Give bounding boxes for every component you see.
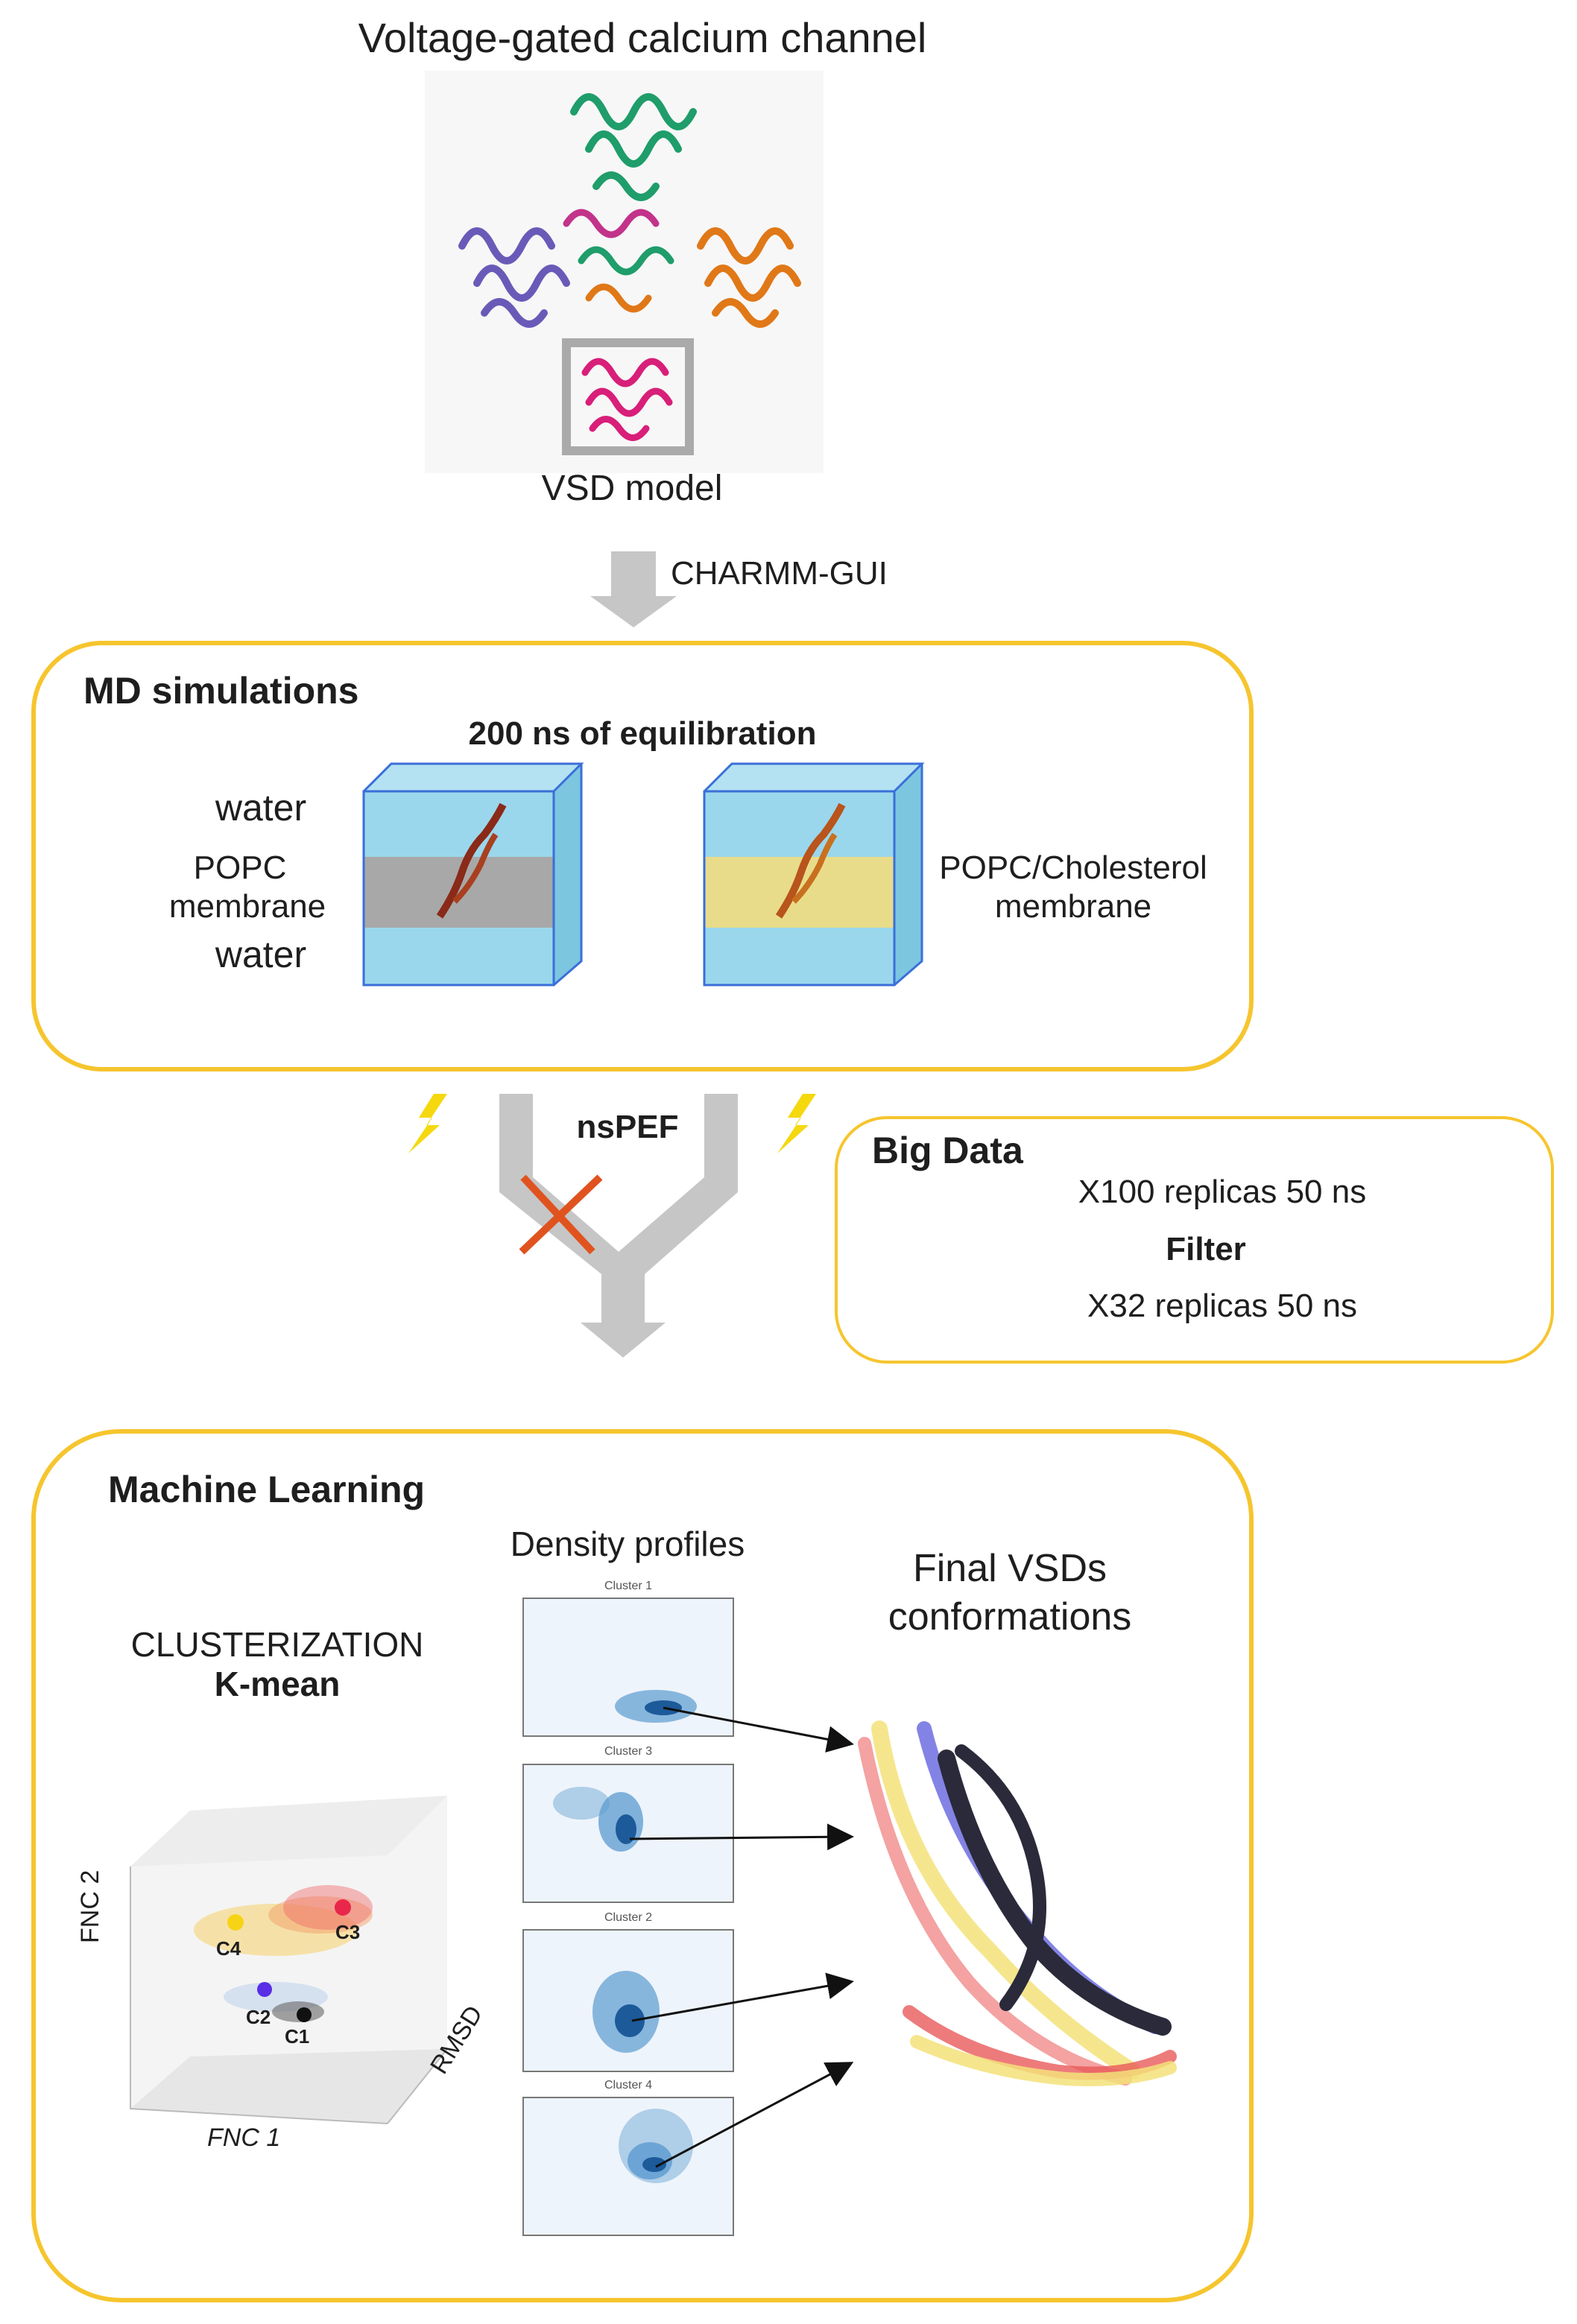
kmean-label: K-mean: [214, 1665, 341, 1703]
cluster-label-c4: C4: [216, 1937, 241, 1960]
cluster-label-c3: C3: [335, 1921, 361, 1943]
density-panel-title-1: Cluster 1: [604, 1580, 653, 1592]
replicas-100-label: X100 replicas 50 ns: [1078, 1174, 1367, 1210]
centroid-c4: [227, 1914, 244, 1931]
density-panel-1: [522, 1598, 734, 1737]
popc-label: POPC: [193, 849, 287, 886]
charmm-gui-label: CHARMM-GUI: [671, 555, 888, 592]
popc-chol-label: POPC/Cholesterol: [939, 849, 1207, 886]
md-simulations-panel: [31, 641, 1254, 1071]
centroid-c3: [335, 1899, 351, 1916]
membrane-label: membrane: [168, 888, 326, 925]
water-top-label: water: [215, 787, 307, 829]
centroid-c1: [297, 2007, 312, 2022]
lightning-left-icon: [408, 1094, 447, 1153]
lightning-right-icon: [777, 1094, 816, 1153]
density-panel-2: [522, 1764, 734, 1903]
filter-label: Filter: [1166, 1231, 1246, 1267]
density-profiles-title: Density profiles: [510, 1524, 745, 1563]
water-bottom-label: water: [215, 934, 307, 975]
density-panel-title-4: Cluster 4: [604, 2079, 653, 2092]
density-panel-title-2: Cluster 3: [604, 1745, 653, 1758]
md-title: MD simulations: [83, 670, 359, 712]
vsd-model-label: VSD model: [541, 469, 723, 508]
popc-chol-membrane-label: membrane: [994, 888, 1152, 925]
equilibration-label: 200 ns of equilibration: [468, 715, 817, 752]
cluster-label-c1: C1: [285, 2025, 310, 2048]
final-vsds-title-1: Final VSDs: [912, 1547, 1107, 1590]
ml-title: Machine Learning: [108, 1469, 426, 1510]
big-data-panel: [835, 1116, 1554, 1364]
cluster-label-c2: C2: [246, 2006, 271, 2028]
popc-cholesterol-simulation-box: [703, 762, 925, 987]
density-panel-4: [522, 2097, 734, 2236]
axis-fnc1-label: FNC 1: [207, 2124, 281, 2152]
nspef-label: nsPEF: [576, 1109, 679, 1145]
big-data-title: Big Data: [872, 1130, 1023, 1171]
density-panel-3: [522, 1929, 734, 2072]
figure-title: Voltage-gated calcium channel: [358, 14, 927, 61]
centroid-c2: [257, 1982, 272, 1997]
clusterization-label: CLUSTERIZATION: [130, 1625, 424, 1664]
popc-simulation-box: [362, 762, 584, 987]
replicas-32-label: X32 replicas 50 ns: [1087, 1288, 1357, 1324]
density-panel-title-3: Cluster 2: [604, 1911, 653, 1924]
final-vsds-title-2: conformations: [888, 1595, 1132, 1638]
